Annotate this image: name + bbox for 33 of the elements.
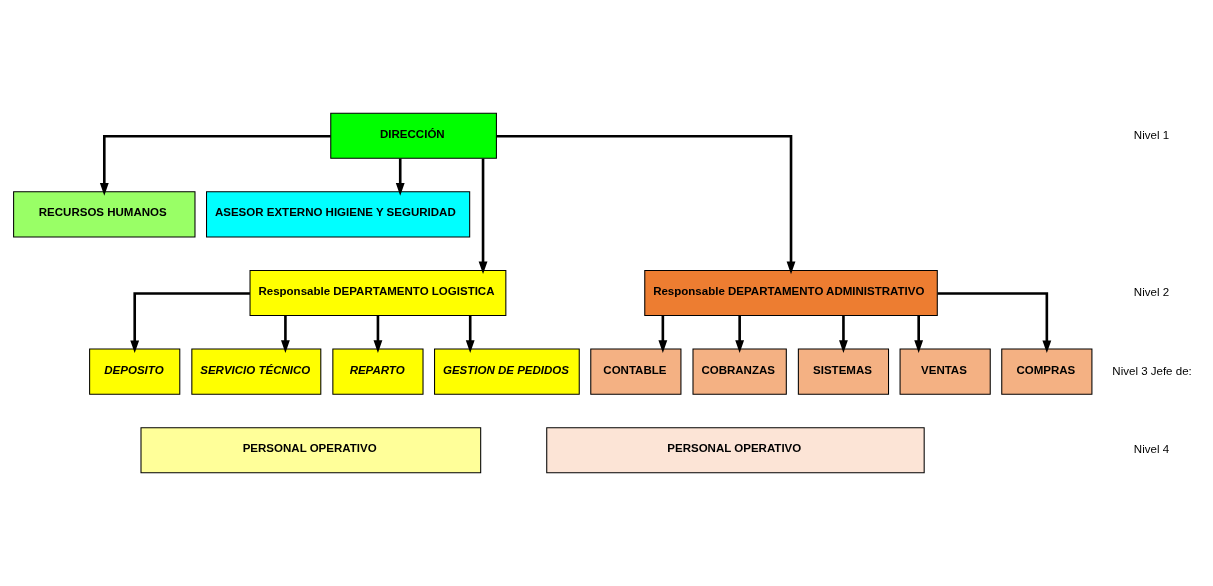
node-box: VENTAS [899,348,991,395]
arrow [496,134,796,275]
arrow [395,158,405,196]
node-box: DEPOSITO [89,348,181,395]
node-box: RECURSOS HUMANOS [13,191,196,238]
arrow [281,315,290,353]
arrow [839,315,848,353]
label: Nivel 3 Jefe de: [1112,364,1192,377]
node-box: SISTEMAS [797,348,890,395]
label: Nivel 4 [1133,443,1170,456]
arrow [658,315,668,353]
arrow [937,292,1052,353]
label: Nivel 2 [1133,285,1170,298]
arrow [735,315,745,353]
node-box: GESTION DE PEDIDOS [434,348,580,395]
arrow [130,292,250,353]
node-box: DIRECCIÓN [330,112,497,159]
node-box: CONTABLE [590,348,682,395]
node-box: PERSONAL OPERATIVO [140,427,482,474]
arrow [478,158,488,275]
arrow [373,315,383,353]
arrow [99,134,331,196]
node-box: Responsable DEPARTAMENTO LOGISTICA [249,269,507,317]
node-box: ASESOR EXTERNO HIGIENE Y SEGURIDAD [206,191,471,238]
node-box: Responsable DEPARTAMENTO ADMINISTRATIVO [644,269,938,317]
node-box: REPARTO [332,348,424,395]
node-box: COBRANZAS [692,348,787,395]
arrow [914,315,924,353]
label: Nivel 1 [1133,128,1170,141]
arrow [465,315,475,353]
node-box: COMPRAS [1001,348,1093,395]
node-box: PERSONAL OPERATIVO [546,427,925,474]
node-box: SERVICIO TÉCNICO [191,348,322,395]
